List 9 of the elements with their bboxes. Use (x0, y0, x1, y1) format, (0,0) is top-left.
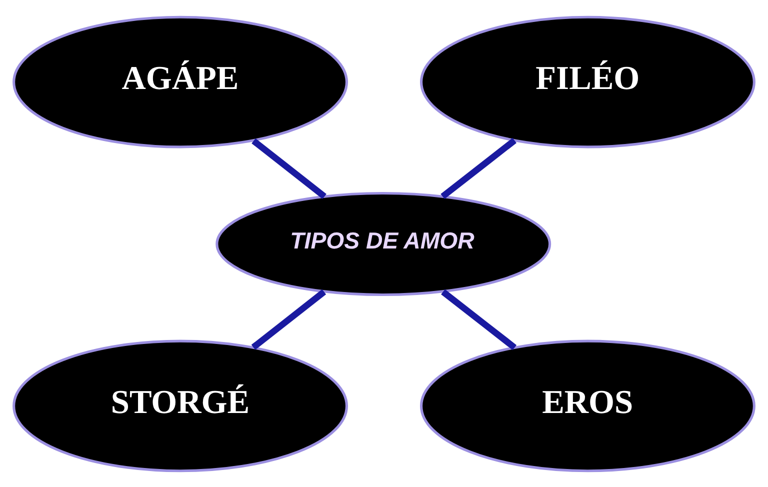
node-ellipse: AGÁPE (12, 15, 348, 148)
node-ellipse: EROS (420, 339, 756, 472)
connector (251, 288, 326, 350)
connector (441, 288, 517, 350)
connector (440, 137, 516, 199)
node-ellipse: TIPOS DE AMOR (216, 191, 552, 296)
connector (252, 138, 326, 199)
node-ellipse: STORGÉ (12, 339, 348, 472)
node-ellipse: FILÉO (420, 15, 756, 148)
